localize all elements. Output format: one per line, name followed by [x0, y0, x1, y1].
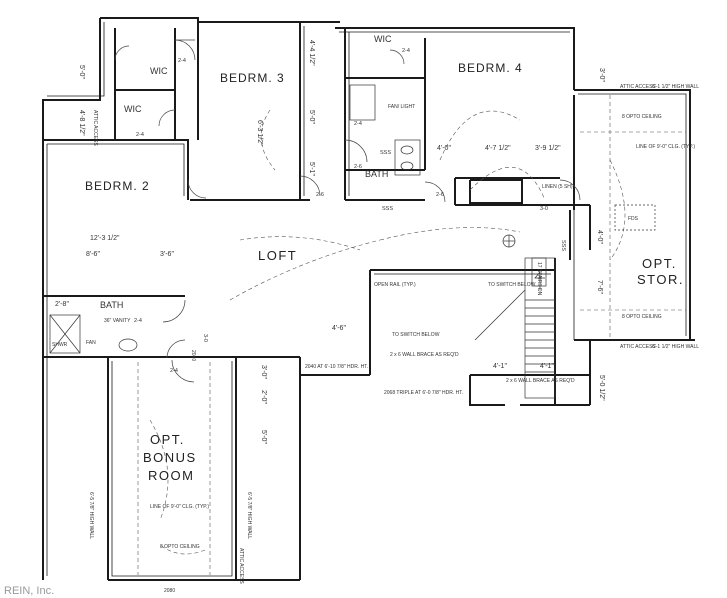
dim-2-6-a: 2-6: [316, 192, 324, 198]
note-ss-3: SSS: [560, 240, 566, 251]
dim-2-4-e: 2-4: [134, 318, 142, 324]
dim-2-6-c: 2-6: [436, 192, 444, 198]
room-label-bedrm2: BEDRM. 2: [85, 179, 150, 193]
walls: [42, 17, 695, 581]
note-ss-2: SSS: [382, 206, 393, 212]
dim-4-1-a: 4'-1": [493, 363, 507, 370]
note-bonus-opt-ceiling: 8 OPTO CEILING: [160, 544, 200, 550]
dim-5-0-top: 5'-0": [78, 65, 85, 79]
note-opt-ceiling-1: 8 OPTO CEILING: [622, 114, 662, 120]
note-wall-brace-1: 2 x 6 WALL BRACE AS REQ'D: [390, 352, 459, 358]
room-label-bedrm4: BEDRM. 4: [458, 61, 523, 75]
dim-12-3: 12'-3 1/2": [90, 235, 120, 242]
room-label-loft: LOFT: [258, 248, 297, 263]
note-fan-light: FAN/ LIGHT: [388, 104, 415, 110]
dim-4-6-center: 4'-6": [332, 325, 346, 332]
room-label-wic-mid: WIC: [124, 104, 142, 114]
dim-3-0-a: 3-0: [540, 206, 548, 212]
room-label-bonus-1: OPT.: [150, 432, 185, 447]
room-label-bonus-2: BONUS: [143, 450, 197, 465]
note-attic-access-1: ATTIC ACCESS: [620, 84, 656, 90]
dim-3-0-stair: 3'-0": [260, 365, 267, 379]
dim-5-0-right: 5'-0 1/2": [598, 375, 605, 401]
dashed-lines: [137, 95, 686, 575]
dim-3-9: 3'-9 1/2": [535, 145, 561, 152]
note-ss-1: SSS: [380, 150, 391, 156]
dim-5-0-bonus: 5'-0": [260, 430, 267, 444]
dim-2-4-a: 2-4: [178, 58, 186, 64]
dim-4-1-b: 4'-1": [540, 363, 554, 370]
note-bonus-2080: 2080: [190, 350, 196, 361]
room-label-bonus-3: ROOM: [148, 468, 194, 483]
dim-2-4-c: 2-4: [354, 121, 362, 127]
dim-4-0-right: 4'-0": [596, 230, 603, 244]
note-attic-access-4: ATTIC ACCESS: [238, 548, 244, 584]
note-stairs-dn: 17 STAIRS DN: [536, 262, 542, 296]
note-door-2068: 2068 TRIPLE AT 6'-0 7/8" HDR. HT.: [384, 390, 463, 396]
dim-3-0-b: 3-0: [202, 334, 208, 342]
dim-2-0-bonus: 2'-0": [260, 390, 267, 404]
note-bonus-high-wall-2: 6'-5 7/8" HIGH WALL: [246, 492, 252, 539]
note-fds: FDS: [628, 216, 639, 222]
dim-2-8: 2'-8": [55, 301, 69, 308]
note-line-of-clg: LINE OF 9'-0" CLG. (TYP.): [636, 144, 695, 150]
dim-4-8-left: 4'-8 1/2": [78, 110, 85, 136]
dim-2-4-f: 2-4: [170, 368, 178, 374]
note-open-rail: OPEN RAIL (TYP.): [374, 282, 416, 288]
note-high-wall-2: 6'-1 1/2" HIGH WALL: [652, 344, 699, 350]
note-fan: FAN: [86, 340, 96, 346]
dim-6-3: 6'-3 1/2": [256, 120, 263, 146]
fixtures: [49, 84, 656, 354]
note-attic-access-2: ATTIC ACCESS: [620, 344, 656, 350]
dim-4-7: 4'-7 1/2": [485, 145, 511, 152]
wall-inner-lines: [46, 22, 687, 577]
note-bonus-line-of: LINE OF 9'-0" CLG. (TYP.): [150, 504, 209, 510]
dim-3-6: 3'-6": [160, 251, 174, 258]
note-wall-brace-2: 2 x 6 WALL BRACE AS REQ'D: [506, 378, 575, 384]
dim-7-6-right: 7'-6": [596, 280, 603, 294]
room-label-wic-right: WIC: [374, 34, 392, 44]
room-label-opt-stor-2: STOR.: [637, 272, 684, 287]
watermark: REIN, Inc.: [4, 585, 54, 597]
dim-5-1: 5'-1": [308, 162, 315, 176]
note-door-2040: 2040 AT 6'-10 7/8" HDR. HT.: [305, 364, 368, 370]
dim-2-6-b: 2-6: [354, 164, 362, 170]
note-attic-access-3: ATTIC ACCESS: [92, 110, 98, 146]
door-swings: [114, 39, 581, 383]
dim-5-0-b3: 5'-0": [308, 110, 315, 124]
note-to-switch-2: TO SWITCH BELOW: [488, 282, 536, 288]
note-linen: LINEN (5 SH): [542, 184, 573, 190]
room-label-bath-center: BATH: [365, 169, 388, 179]
room-label-wic-top: WIC: [150, 66, 168, 76]
room-label-bedrm3: BEDRM. 3: [220, 71, 285, 85]
note-vanity: 36" VANITY: [104, 318, 131, 324]
dim-8-6: 8'-6": [86, 251, 100, 258]
room-label-opt-stor-1: OPT.: [642, 256, 677, 271]
dim-4-4: 4'-4 1/2": [308, 40, 315, 66]
note-bonus-high-wall-1: 6'-5 7/8" HIGH WALL: [88, 492, 94, 539]
note-door-2080-bottom: 2080: [164, 588, 175, 594]
note-opt-ceiling-2: 8 OPTO CEILING: [622, 314, 662, 320]
dim-3-0-right: 3'-0": [598, 68, 605, 82]
note-high-wall-1: 6'-1 1/2" HIGH WALL: [652, 84, 699, 90]
dim-2-4-d: 2-4: [402, 48, 410, 54]
dim-4-0-b4: 4'-0": [437, 145, 451, 152]
room-label-bath-left: BATH: [100, 300, 123, 310]
note-shwr: SHWR: [52, 342, 68, 348]
note-to-switch-1: TO SWITCH BELOW: [392, 332, 440, 338]
dim-2-4-b: 2-4: [136, 132, 144, 138]
staircase: [474, 257, 556, 399]
